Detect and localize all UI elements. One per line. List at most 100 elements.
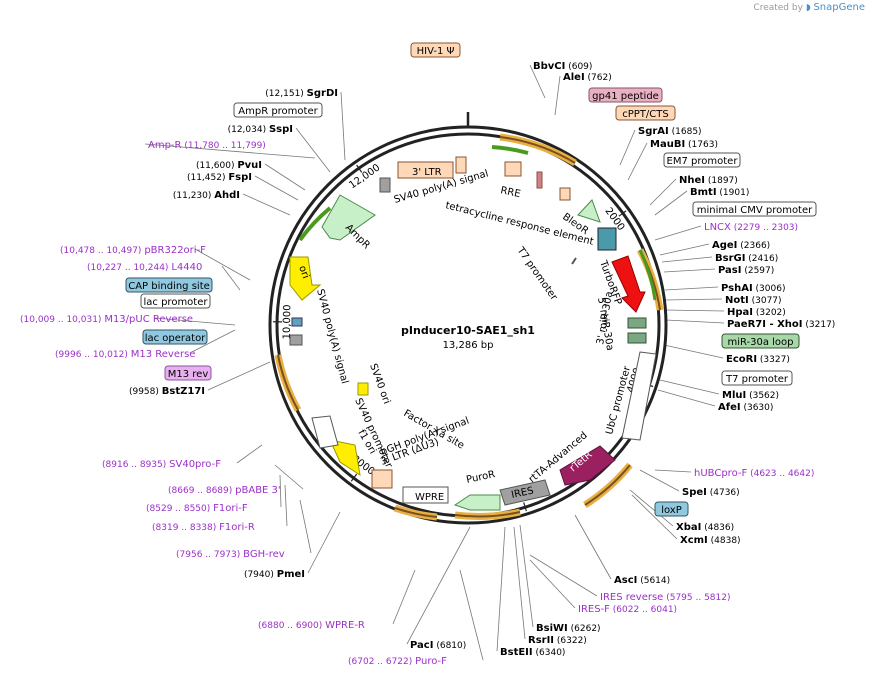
leader-line [529,559,576,609]
primer-site-m13-reverse: (9996 .. 10,012) M13 Reverse [55,349,195,360]
enzyme-site-fspi: (11,452) FspI [187,172,252,183]
leader-line [221,265,241,291]
feature-label-em7-promoter: EM7 promoter [667,156,739,167]
leader-line [513,526,526,640]
orf-arrow-6-core [277,354,299,411]
leader-line [242,193,291,216]
leader-line [406,526,471,645]
small-box-1 [379,177,391,193]
feature-label-box [654,501,689,517]
feature-label-box [164,365,212,381]
primer-site-bgh-rev: (7956 .. 7973) BGH-rev [176,549,285,560]
leader-line [392,569,416,625]
enzyme-site-afei: AfeI (3630) [718,402,773,413]
leader-line [340,91,346,161]
mir30a-3-block [627,332,647,344]
leader-line [194,248,251,281]
wpre-shape [402,486,449,504]
inner-label-puror: PuroR [465,469,496,486]
green-arrow-1 [491,145,529,155]
green-arrow-3 [298,206,332,242]
ori-shape [289,256,322,301]
ltr-3-shape [397,161,454,179]
tick-mark [356,164,363,173]
leader-line [639,469,680,492]
inner-label-3ltr: 3' LTR [412,167,442,178]
primer-site-puro-f: (6702 .. 6722) Puro-F [348,656,447,667]
inner-label-ires: IRES [510,485,534,500]
credit-brand: SnapGene [813,2,865,13]
leader-line [295,127,331,173]
feature-label-box [721,333,800,349]
leader-line [631,494,678,540]
feature-label-box [588,87,663,103]
plasmid-name: pInducer10-SAE1_sh1 [401,324,535,337]
feature-label-ampr-promoter: AmpR promoter [238,106,318,117]
inner-label-sv40-ori: SV40 ori [367,362,392,405]
leader-line [307,511,341,574]
feature-label-cppt-cts: cPPT/CTS [622,109,668,120]
tick-mark [523,502,527,512]
feature-label-cap-binding-site: CAP binding site [128,281,210,292]
enzyme-site-bbvci: BbvCI (609) [533,61,592,72]
feature-shapes [274,133,664,521]
leader-line [154,317,236,326]
leader-line [659,379,720,395]
t7-inner-shape [571,257,577,265]
enzyme-site-pshai: PshAI (3006) [721,283,785,294]
enzyme-site-paer7i-xhoi: PaeR7I - XhoI (3217) [727,319,835,330]
enzyme-site-bmti: BmtI (1901) [690,187,749,198]
enzyme-site-bstz17i: (9958) BstZ17I [129,386,205,397]
snapgene-credit: Created by ◗ SnapGene [753,2,865,13]
enzyme-site-ecori: EcoRI (3327) [726,354,790,365]
leader-line [236,444,263,464]
leader-line [649,178,677,206]
snapgene-logo-icon: ◗ [805,3,811,13]
leader-line [663,268,716,273]
enzyme-site-noti: NotI (3077) [725,295,782,306]
enzyme-site-pvui: (11,600) PvuI [196,160,262,171]
leader-line [496,526,506,652]
puror-shape [453,494,501,511]
leader-line [254,175,299,201]
leader-lines [144,64,725,661]
feature-label-box [721,370,793,386]
plasmid-length: 13,286 bp [443,340,494,351]
feature-label-box [410,42,461,58]
credit-prefix: Created by [753,3,803,13]
feature-label-m13-rev: M13 rev [168,369,209,380]
leader-line [529,554,598,597]
rtta-shape [559,445,616,486]
enzyme-site-mlui: MluI (3562) [722,390,779,401]
enzyme-site-paci: PacI (6810) [410,640,466,651]
orf-arrow-5-core [394,507,438,518]
leader-line [664,286,719,291]
ltr-du3-shape [371,469,393,489]
bleor-shape [577,199,601,223]
leader-line [629,489,674,527]
tick-mark [618,210,627,217]
feature-label-gp41-peptide: gp41 peptide [592,91,659,102]
leader-line [279,474,282,508]
leader-line [189,329,236,354]
leader-line [207,361,271,391]
orf-arrow-3-core [584,464,631,506]
rre-shape [504,161,522,177]
orf-arrow-1-core [499,136,576,164]
ampr-shape [321,194,376,241]
leader-line [554,75,561,116]
cppt-shape [559,187,571,201]
leader-line [144,143,316,159]
primer-site-f1ori-r: (8319 .. 8338) F1ori-R [152,522,255,533]
feature-label-box [125,277,213,293]
primer-site-ires-reverse: IRES reverse (5795 .. 5812) [600,592,730,603]
enzyme-site-maubi: MauBI (1763) [650,139,718,150]
enzyme-site-pasi: PasI (2597) [718,265,774,276]
leader-line [661,256,713,263]
inner-label-sv40-pa: SV40 poly(A) signal [314,288,350,385]
enzyme-site-sgrai: SgrAI (1685) [638,126,702,137]
orf-arrow-6 [274,354,302,412]
enzyme-site-alei: AleI (762) [563,72,612,83]
sv40-ori-shape [357,382,369,396]
